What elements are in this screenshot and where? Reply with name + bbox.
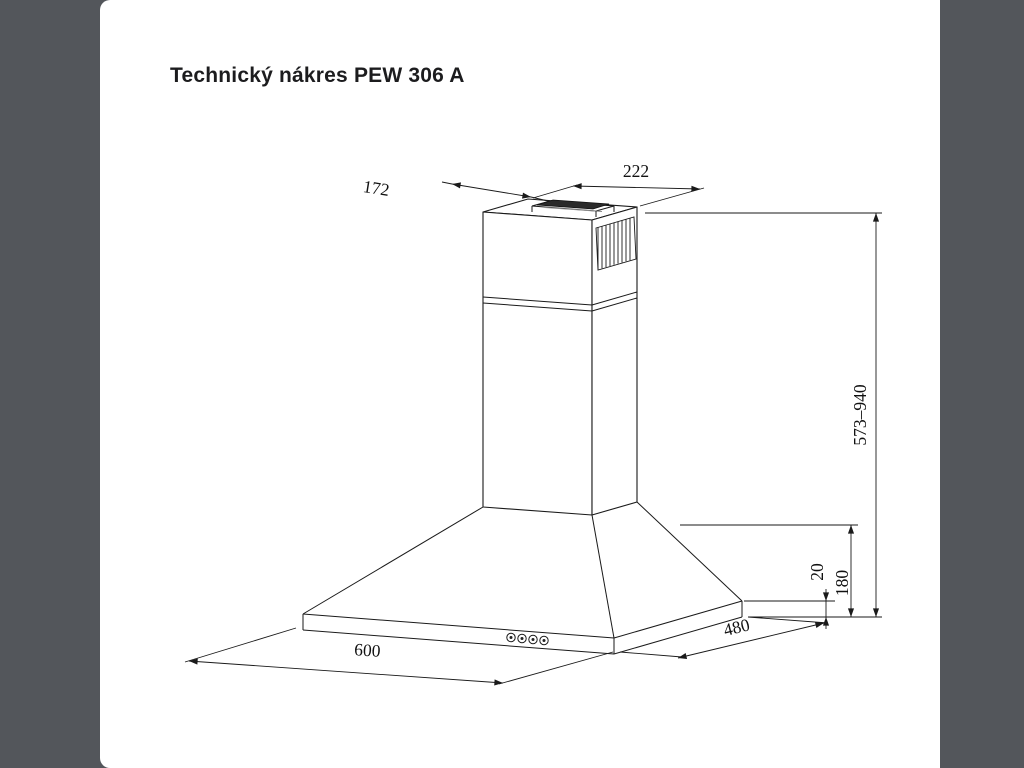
dim-label-width: 600: [354, 639, 382, 661]
chimney-duct: [482, 198, 638, 516]
dimension-total-height: 573–940: [645, 212, 882, 618]
dim-label-depth: 480: [721, 614, 752, 640]
hood-body: [302, 501, 743, 655]
dimension-chimney-width: 222: [532, 161, 705, 207]
dimension-depth: 480: [619, 614, 829, 659]
dim-label-chimney-depth: 172: [362, 176, 391, 200]
dim-label-total-height: 573–940: [850, 384, 870, 446]
control-buttons: [506, 632, 549, 646]
page-title: Technický nákres PEW 306 A: [170, 64, 465, 87]
duct-outlet: [531, 199, 615, 217]
dimension-body-height: 180: [680, 524, 858, 618]
dimension-chimney-depth: 172: [362, 176, 549, 202]
technical-drawing: 222 172 573–940 180: [184, 161, 882, 686]
document-page: Technický nákres PEW 306 A: [100, 0, 940, 768]
dim-label-body-height: 180: [832, 570, 852, 597]
vent-grille: [595, 216, 637, 271]
dimension-width: 600: [184, 627, 614, 686]
dim-label-chimney-width: 222: [623, 161, 649, 181]
dim-label-rim-height: 20: [807, 563, 827, 581]
dimension-rim-height: 20: [744, 563, 835, 629]
